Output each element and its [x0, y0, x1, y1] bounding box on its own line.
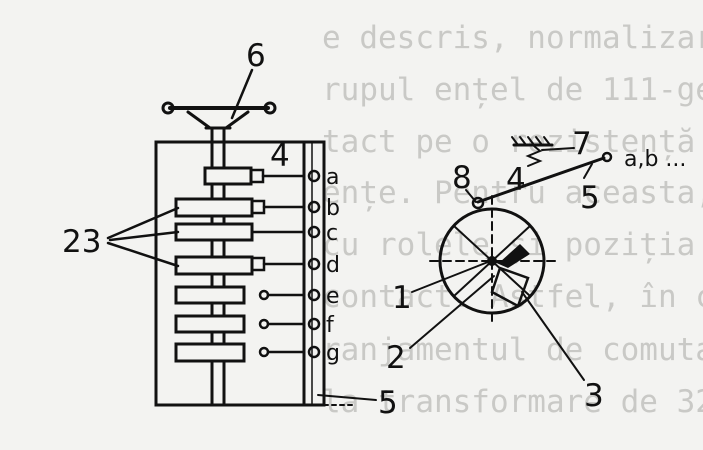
background-text: e descris, normalizarea parț rupul ențel… [322, 20, 703, 420]
cam-disc-a [203, 166, 253, 186]
leader-2 [409, 275, 495, 349]
housing-frame [154, 140, 355, 407]
leader-23 [106, 206, 180, 268]
terminals: a b c d e f g [307, 165, 340, 366]
cam-disc-f [174, 314, 246, 334]
label-6: 6 [246, 38, 266, 74]
terminal-e-label: e [326, 284, 340, 309]
drum-switch: 6 [62, 38, 398, 421]
cam-disc-g [174, 342, 246, 363]
cam-disc-e [174, 285, 246, 305]
cam-disc-c [174, 222, 254, 242]
terminal-c-label: c [326, 221, 338, 246]
leader-6 [230, 68, 254, 120]
label-4-left: 4 [270, 138, 290, 174]
terminal-g-icon [307, 345, 321, 359]
label-7: 7 [572, 126, 592, 162]
label-5-bottom: 5 [378, 385, 398, 421]
terminal-range-label: a,b ... [624, 147, 686, 172]
terminal-b-label: b [326, 196, 340, 221]
handwheel [161, 101, 277, 130]
leader-8 [465, 189, 477, 203]
cam-disc-d [174, 255, 254, 276]
terminal-a-label: a [326, 165, 339, 190]
contact-springs [249, 168, 306, 358]
leader-5-bottom [317, 394, 377, 401]
leader-7 [541, 147, 575, 151]
terminal-g-label: g [326, 341, 340, 366]
background-line-7: ranjamentul de comutare la [322, 332, 703, 368]
fixed-support [511, 136, 554, 167]
leader-3 [521, 291, 585, 381]
cam-disc-b [174, 197, 254, 218]
label-2: 2 [386, 340, 406, 376]
background-line-2: rupul ențel de 111-gene bobine [322, 72, 703, 108]
terminal-d-label: d [326, 253, 340, 278]
background-line-8: la transformare de 320 [322, 384, 703, 420]
background-line-1: e descris, normalizarea parț [322, 20, 703, 56]
leader-1 [411, 261, 489, 293]
terminal-d-icon [307, 257, 321, 271]
background-line-3: tact pe o rezistență (poziție intre [322, 124, 703, 160]
terminal-b-icon [307, 200, 321, 214]
leader-5-right [583, 163, 593, 179]
cam-segment [490, 266, 530, 308]
label-1: 1 [392, 280, 412, 316]
cam-section: 8 4 7 5 a,b ... 1 2 3 [386, 126, 686, 414]
terminal-f-icon [307, 317, 321, 331]
terminal-a-icon [307, 169, 321, 183]
cam-discs [174, 166, 254, 363]
terminal-e-icon [307, 288, 321, 302]
cam-disc [429, 195, 557, 327]
background-line-4: ențe. Pentru aceasta, în mod [322, 175, 703, 211]
label-4-right: 4 [506, 162, 526, 198]
label-23: 23 [62, 224, 101, 260]
label-8: 8 [452, 160, 472, 196]
terminal-f-label: f [326, 313, 335, 338]
terminal-c-icon [307, 225, 321, 239]
contact-lever [471, 151, 613, 210]
label-3: 3 [584, 378, 604, 414]
label-5-right: 5 [580, 180, 600, 216]
